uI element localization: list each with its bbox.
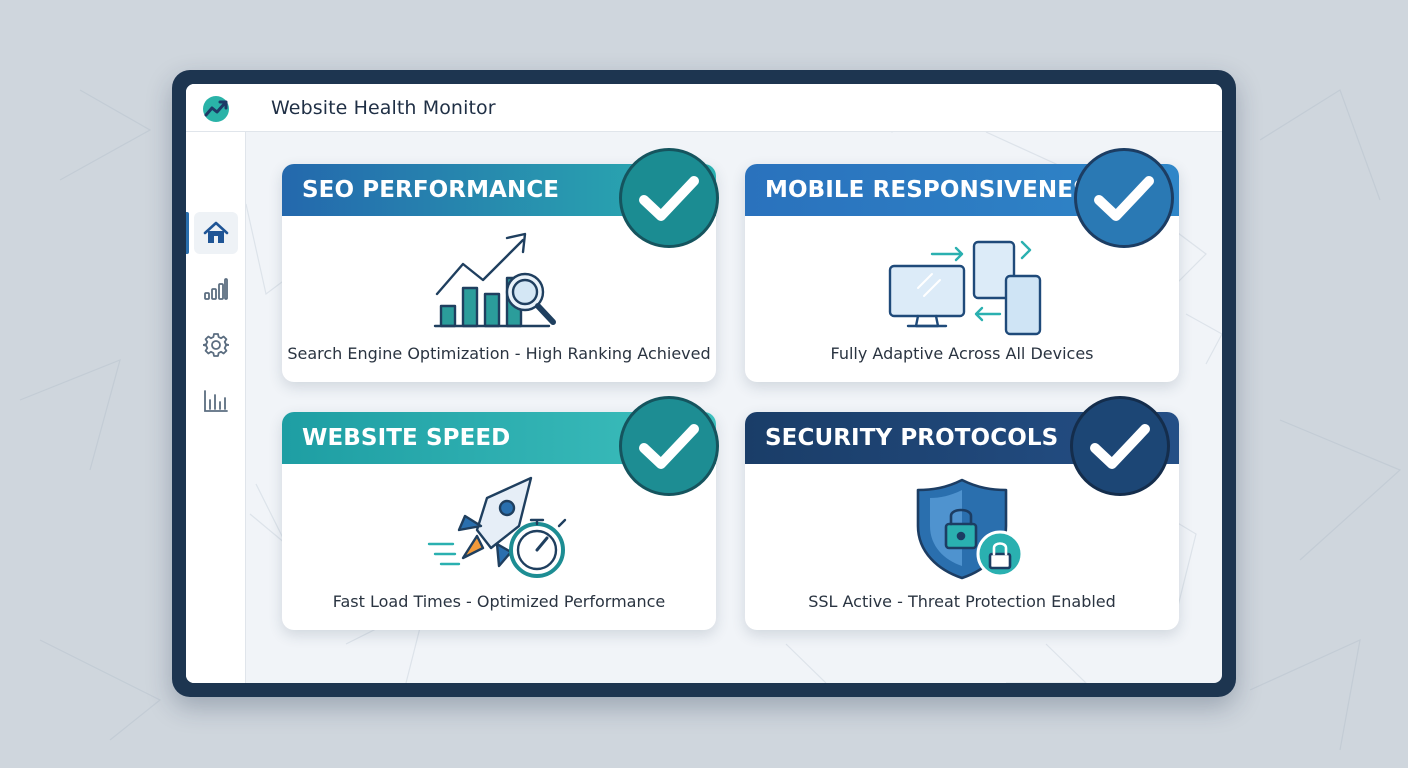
sidebar-item-settings[interactable]	[194, 324, 238, 366]
sidebar-item-home[interactable]	[194, 212, 238, 254]
app-title: Website Health Monitor	[271, 97, 496, 119]
home-icon	[203, 221, 229, 243]
card-website-speed[interactable]: WEBSITE SPEED	[282, 396, 719, 630]
app-window: Website Health Monitor	[186, 84, 1222, 683]
status-check-badge	[619, 396, 719, 496]
sidebar	[186, 132, 246, 683]
card-caption: SSL Active - Threat Protection Enabled	[808, 592, 1116, 611]
card-seo-performance[interactable]: SEO PERFORMANCE	[282, 148, 719, 382]
status-check-badge	[1070, 396, 1170, 496]
trend-line-logo-icon	[203, 96, 229, 122]
gear-icon	[203, 333, 229, 357]
title-bar: Website Health Monitor	[186, 84, 1222, 132]
rocket-stopwatch-icon	[427, 476, 567, 578]
check-icon	[639, 424, 699, 469]
card-title: WEBSITE SPEED	[302, 425, 511, 451]
card-title: SECURITY PROTOCOLS	[765, 425, 1059, 451]
status-check-badge	[619, 148, 719, 248]
growth-chart-magnifier-icon	[433, 232, 556, 328]
check-icon	[1094, 176, 1154, 221]
check-icon	[1090, 424, 1150, 469]
card-caption: Fast Load Times - Optimized Performance	[332, 592, 666, 611]
shield-lock-icon	[916, 478, 1024, 580]
active-nav-indicator	[186, 212, 189, 254]
card-security-protocols[interactable]: SECURITY PROTOCOLS SSL A	[745, 396, 1179, 630]
card-mobile-responsiveness[interactable]: MOBILE RESPONSIVENESS	[745, 148, 1179, 382]
bar-chart-icon	[204, 390, 228, 412]
signal-bars-icon	[204, 278, 228, 300]
card-title: SEO PERFORMANCE	[302, 177, 560, 203]
status-check-badge	[1074, 148, 1174, 248]
monitor-frame: Website Health Monitor	[172, 70, 1236, 697]
card-caption: Fully Adaptive Across All Devices	[830, 344, 1094, 363]
card-title: MOBILE RESPONSIVENESS	[765, 177, 1106, 203]
multi-device-icon	[888, 240, 1042, 336]
sidebar-item-reports[interactable]	[194, 380, 238, 422]
sidebar-item-analytics[interactable]	[194, 268, 238, 310]
check-icon	[639, 176, 699, 221]
card-caption: Search Engine Optimization - High Rankin…	[287, 344, 711, 363]
